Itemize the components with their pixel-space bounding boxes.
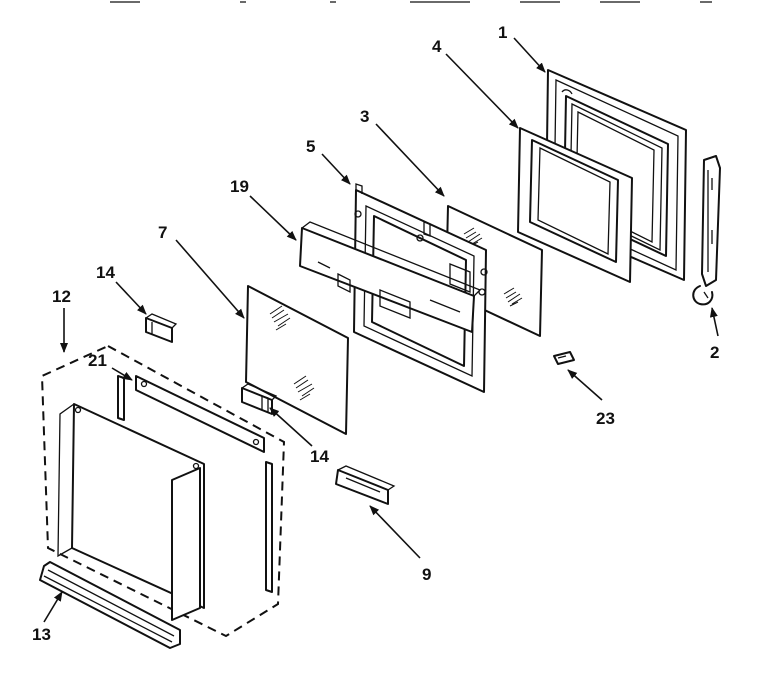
callout-2: 2	[710, 343, 719, 362]
callout-7: 7	[158, 223, 167, 242]
part-2-side-rail	[692, 155, 721, 306]
callout-23: 23	[596, 409, 615, 428]
callout-13: 13	[32, 625, 51, 644]
part-13-handle	[39, 561, 181, 649]
part-9-vent-trim	[335, 465, 396, 505]
part-19-shield	[299, 221, 482, 333]
callout-4: 4	[432, 37, 442, 56]
part-21-top-trim	[135, 375, 265, 453]
callout-labels: 1 2 3 4 5 7 9 12 13 14 14 19 21 23	[32, 23, 719, 644]
callout-3: 3	[360, 107, 369, 126]
leader-lines	[43, 37, 719, 623]
callout-12: 12	[52, 287, 71, 306]
callout-1: 1	[498, 23, 507, 42]
callout-9: 9	[422, 565, 431, 584]
part-12-outer-door-assembly	[40, 344, 286, 638]
part-7-inner-glass	[245, 285, 349, 435]
callout-19: 19	[230, 177, 249, 196]
callout-14-upper: 14	[96, 263, 115, 282]
part-4-inner-frame	[517, 127, 633, 283]
callout-14-lower: 14	[310, 447, 329, 466]
callout-21: 21	[88, 351, 107, 370]
part-23-bumper	[553, 351, 575, 365]
callout-5: 5	[306, 137, 315, 156]
part-14-clip-upper	[145, 313, 178, 343]
